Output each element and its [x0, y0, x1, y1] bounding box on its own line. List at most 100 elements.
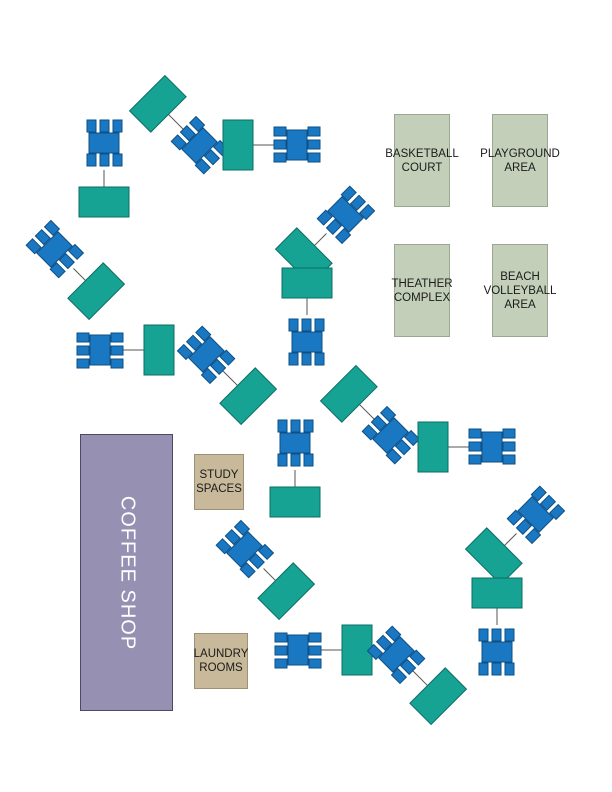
table-set	[471, 577, 523, 676]
table	[143, 324, 175, 376]
chair	[273, 152, 287, 163]
table-set	[274, 624, 373, 676]
chair	[385, 448, 402, 465]
chair	[409, 649, 426, 666]
chair	[76, 358, 90, 369]
chair	[349, 194, 367, 211]
chair	[110, 345, 124, 356]
chair	[478, 662, 489, 676]
seating-block	[286, 129, 308, 161]
seating-block	[378, 636, 415, 673]
chair	[110, 358, 124, 369]
chair	[375, 634, 393, 651]
chair	[273, 126, 287, 137]
table-set	[417, 421, 516, 473]
seating-block	[279, 432, 311, 454]
table-set	[76, 324, 175, 376]
chair	[76, 332, 90, 343]
chair	[504, 628, 515, 642]
chair	[340, 185, 357, 202]
table-set	[215, 519, 316, 621]
chair	[303, 419, 314, 433]
chair	[224, 528, 241, 546]
coffee-shop: COFFEE SHOP	[80, 434, 173, 711]
chair	[34, 228, 51, 246]
table-set	[222, 119, 321, 171]
chair	[504, 662, 515, 676]
connector-line	[263, 568, 276, 581]
chair	[366, 643, 384, 661]
chair	[308, 645, 322, 656]
seating-block	[327, 196, 364, 233]
chair	[67, 243, 85, 261]
chair	[200, 367, 218, 385]
connector-line	[314, 233, 327, 246]
chair	[314, 352, 325, 366]
chair	[539, 494, 557, 511]
chair	[379, 405, 397, 423]
chair	[273, 139, 287, 150]
seating-block	[481, 641, 513, 663]
chair	[358, 203, 376, 221]
chair	[58, 252, 75, 270]
seating-group	[316, 185, 376, 245]
chair	[25, 238, 42, 255]
seating-block	[89, 334, 111, 366]
seating-group	[215, 519, 275, 579]
seating-block	[287, 634, 309, 666]
chair	[195, 325, 212, 342]
chair	[43, 219, 61, 237]
chair	[112, 119, 123, 133]
chair	[468, 454, 482, 465]
table	[341, 624, 373, 676]
chair	[515, 518, 533, 535]
seating-block	[372, 417, 409, 454]
table-set	[319, 364, 421, 465]
study-spaces: STUDY SPACES	[194, 454, 244, 510]
table-set	[25, 219, 126, 321]
seating-group	[86, 119, 123, 167]
chair	[361, 424, 378, 441]
chair	[491, 628, 502, 642]
chair	[49, 262, 66, 279]
table	[471, 577, 523, 609]
chair	[288, 352, 299, 366]
chair	[502, 454, 516, 465]
chair	[274, 645, 288, 656]
chair	[390, 667, 408, 685]
chair	[385, 625, 402, 642]
coffee-shop-label: COFFEE SHOP	[116, 495, 139, 651]
chair	[188, 115, 206, 133]
seating-block	[181, 127, 218, 164]
chair	[170, 134, 187, 151]
chair	[277, 419, 288, 433]
chair	[290, 419, 301, 433]
chair	[403, 429, 421, 447]
connector-line	[73, 268, 86, 281]
seating-block	[88, 132, 120, 154]
chair	[86, 153, 97, 167]
chair	[530, 485, 547, 502]
chair	[468, 441, 482, 452]
chair	[112, 153, 123, 167]
chair	[506, 509, 523, 526]
seating-block	[188, 336, 225, 373]
chair	[314, 318, 325, 332]
chair	[203, 149, 221, 166]
seating-block	[36, 231, 73, 268]
table-set	[176, 325, 278, 426]
table-set	[78, 119, 130, 218]
seating-block	[481, 431, 503, 463]
chair	[394, 439, 412, 456]
laundry-rooms: LAUNDRY ROOMS	[194, 633, 248, 689]
chair	[548, 503, 566, 521]
chair	[307, 139, 321, 150]
seating-group	[25, 219, 85, 279]
chair	[110, 332, 124, 343]
chair	[233, 519, 251, 537]
chair	[288, 318, 299, 332]
chair	[274, 632, 288, 643]
table-set	[366, 625, 468, 726]
seating-group	[506, 485, 566, 545]
chair	[468, 428, 482, 439]
